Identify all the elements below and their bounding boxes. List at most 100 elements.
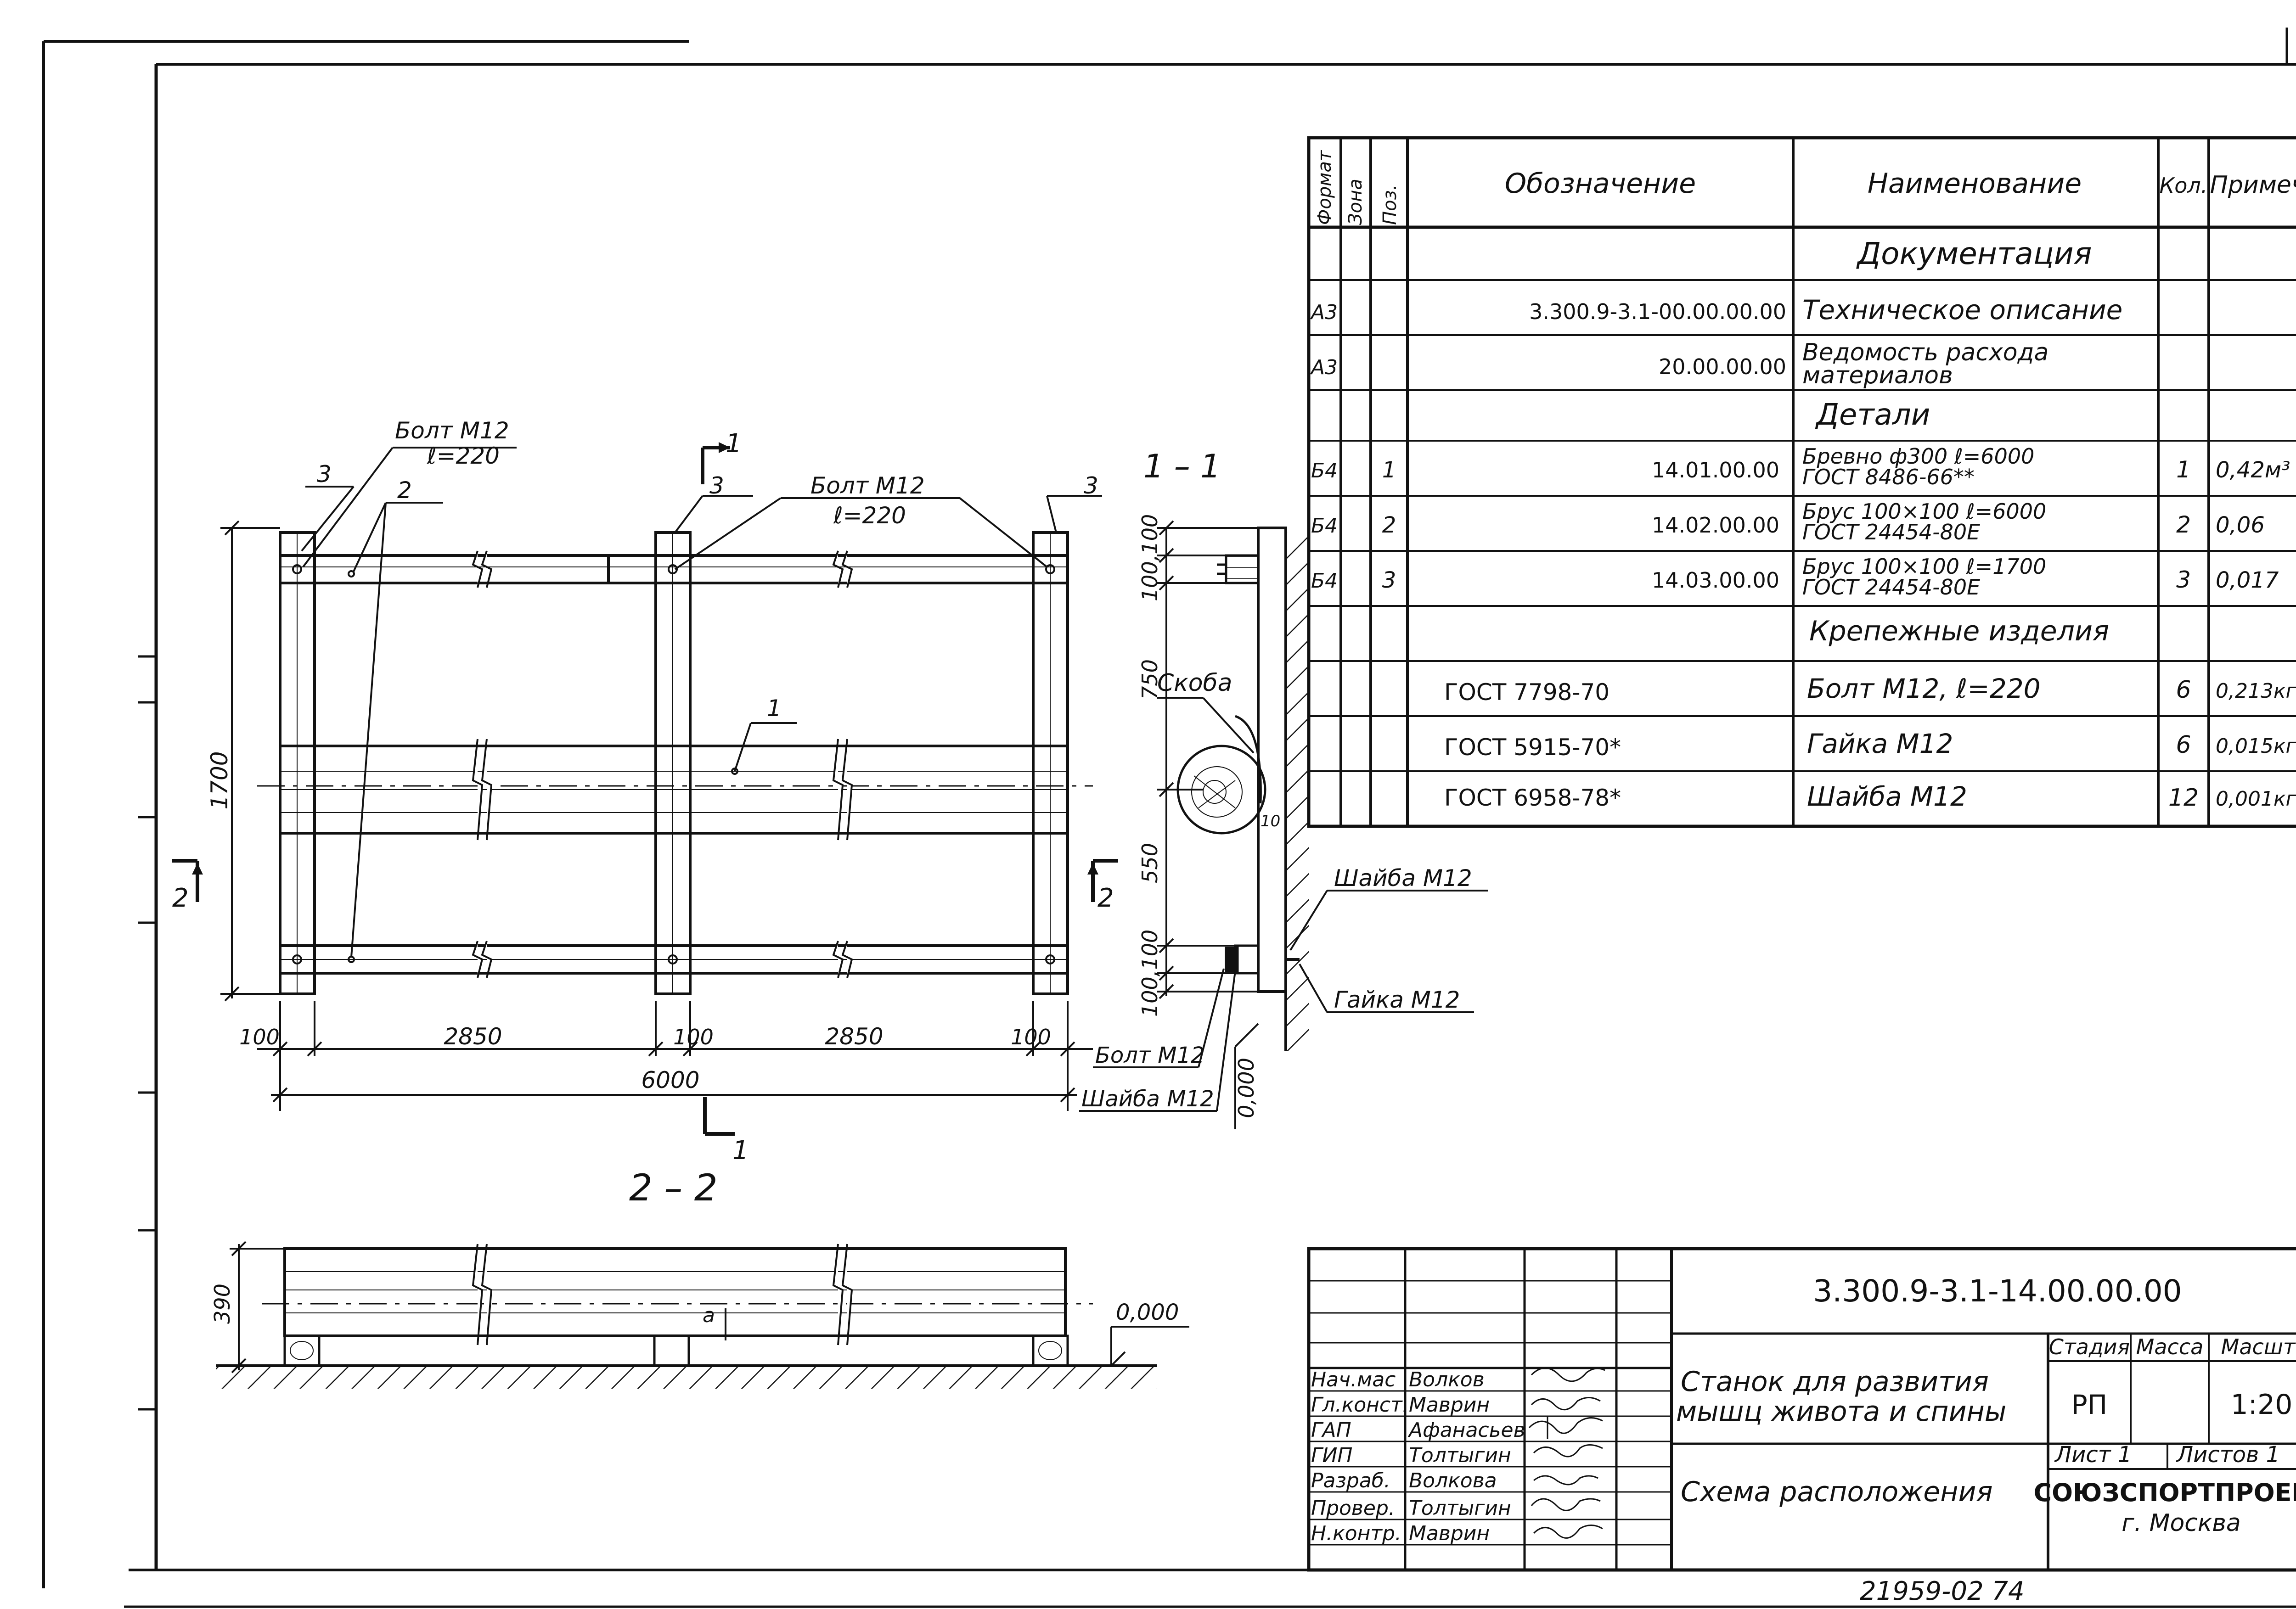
beam-top bbox=[279, 554, 610, 584]
section-1-bottom: 1 bbox=[732, 1136, 749, 1166]
svg-text:материалов: материалов bbox=[1802, 362, 1953, 389]
pos-center-3: 3 bbox=[709, 472, 724, 499]
section-details: Детали bbox=[1815, 398, 1930, 432]
svg-text:ГОСТ 24454-80Е: ГОСТ 24454-80Е bbox=[1802, 520, 1980, 544]
svg-text:Ведомость расхода: Ведомость расхода bbox=[1802, 339, 2048, 366]
sheet-frame bbox=[42, 28, 2296, 1608]
mass-header: Масса bbox=[2136, 1334, 2204, 1359]
title-block bbox=[1307, 1247, 2296, 1572]
stage-header: Стадия bbox=[2049, 1334, 2130, 1359]
bolt-holes bbox=[292, 564, 1055, 964]
bolt-label-left-2: ℓ=220 bbox=[427, 443, 500, 469]
svg-text:Толтыгин: Толтыгин bbox=[1409, 1497, 1511, 1520]
svg-text:1: 1 bbox=[2176, 456, 2191, 483]
section-1-1-dim-750: 750 bbox=[1137, 659, 1162, 700]
dim-100-center: 100 bbox=[673, 1025, 714, 1049]
section-2-2-title: 2 – 2 bbox=[629, 1166, 718, 1209]
svg-text:Болт М12, ℓ=220: Болт М12, ℓ=220 bbox=[1807, 673, 2041, 704]
section-2-2-log bbox=[283, 1247, 1067, 1337]
header-designation: Обозначение bbox=[1505, 168, 1696, 200]
section-1-1 bbox=[1079, 520, 1488, 1129]
dim-100-left: 100 bbox=[239, 1025, 280, 1049]
drawing-name: Схема расположения bbox=[1681, 1476, 1993, 1508]
svg-text:Бревно ф300 ℓ=6000: Бревно ф300 ℓ=6000 bbox=[1802, 444, 2034, 469]
scale-header: Масшт. bbox=[2221, 1334, 2296, 1359]
stage-value: РП bbox=[2071, 1389, 2108, 1420]
org-name: СОЮЗСПОРТПРОЕКТ bbox=[2034, 1478, 2296, 1507]
svg-text:3: 3 bbox=[1382, 567, 1396, 593]
product-name-2: мышц живота и спины bbox=[1676, 1396, 2006, 1428]
svg-text:ГОСТ 8486-66**: ГОСТ 8486-66** bbox=[1802, 465, 1975, 489]
svg-text:14.03.00.00: 14.03.00.00 bbox=[1652, 568, 1779, 593]
section-1-1-labels: 1 – 1 100,100 750 550 100,100 Скоба 10 Ш… bbox=[1081, 448, 1472, 1118]
svg-text:Маврин: Маврин bbox=[1409, 1393, 1490, 1417]
sheet-label: Лист 1 bbox=[2054, 1442, 2132, 1468]
section-2-left: 2 bbox=[172, 883, 189, 913]
bolt-label-center-2: ℓ=220 bbox=[833, 502, 906, 529]
svg-text:3.300.9-3.1-00.00.00.00: 3.300.9-3.1-00.00.00.00 bbox=[1529, 299, 1786, 324]
dim-horizontal bbox=[257, 1001, 1093, 1111]
svg-text:Волкова: Волкова bbox=[1409, 1469, 1497, 1492]
bolt-label-left-1: Болт М12 bbox=[395, 417, 509, 444]
section-2-2-level: 0,000 bbox=[1116, 1300, 1179, 1325]
svg-text:1: 1 bbox=[1382, 457, 1396, 483]
section-2-2-a: a bbox=[703, 1304, 715, 1327]
sheets-label: Листов 1 bbox=[2176, 1442, 2280, 1468]
section-2-2-dim-390: 390 bbox=[210, 1284, 235, 1324]
bolt-label: Болт М12 bbox=[1095, 1043, 1205, 1068]
section-2-2-labels: 2 – 2 390 a 0,000 bbox=[210, 1166, 1179, 1327]
dim-1700-label: 1700 bbox=[206, 751, 233, 809]
svg-text:Б4: Б4 bbox=[1311, 459, 1338, 482]
header-format: Формат bbox=[1314, 150, 1335, 225]
svg-text:Брус 100×100 ℓ=6000: Брус 100×100 ℓ=6000 bbox=[1802, 499, 2046, 524]
section-1-1-dim-bottom: 100,100 bbox=[1137, 930, 1162, 1017]
svg-text:Провер.: Провер. bbox=[1311, 1497, 1395, 1520]
plan-view-labels: Болт М12 ℓ=220 3 2 3 Болт М12 ℓ=220 3 1 … bbox=[172, 417, 1114, 1166]
section-2-right: 2 bbox=[1097, 883, 1114, 913]
product-name-1: Станок для развития bbox=[1681, 1366, 1989, 1398]
svg-text:0,001кг: 0,001кг bbox=[2216, 787, 2296, 811]
svg-text:Маврин: Маврин bbox=[1409, 1522, 1490, 1545]
page-number: 73 bbox=[2294, 25, 2296, 63]
pos-left-2: 2 bbox=[397, 477, 412, 504]
level-label-1-1: 0,000 bbox=[1234, 1058, 1259, 1118]
svg-text:Гл.конст.: Гл.конст. bbox=[1311, 1393, 1409, 1417]
dim-2850-left: 2850 bbox=[444, 1023, 502, 1050]
title-block-text: 3.300.9-3.1-14.00.00.00 Нач.мас Волков Г… bbox=[1311, 1273, 2296, 1545]
svg-text:ГАП: ГАП bbox=[1311, 1418, 1351, 1442]
svg-text:Разраб.: Разраб. bbox=[1311, 1469, 1390, 1492]
svg-text:ГОСТ 7798-70: ГОСТ 7798-70 bbox=[1444, 679, 1609, 706]
section-documentation: Документация bbox=[1856, 236, 2092, 271]
section-2-2 bbox=[216, 1241, 1189, 1389]
svg-text:Н.контр.: Н.контр. bbox=[1311, 1522, 1401, 1545]
svg-text:Толтыгин: Толтыгин bbox=[1409, 1444, 1511, 1467]
leader-lines bbox=[301, 447, 1102, 958]
dim-100-right: 100 bbox=[1011, 1025, 1051, 1049]
svg-text:ГОСТ 24454-80Е: ГОСТ 24454-80Е bbox=[1802, 575, 1980, 600]
svg-text:Брус 100×100 ℓ=1700: Брус 100×100 ℓ=1700 bbox=[1802, 554, 2046, 579]
svg-text:20.00.00.00: 20.00.00.00 bbox=[1659, 354, 1786, 379]
svg-text:14.02.00.00: 14.02.00.00 bbox=[1652, 513, 1779, 538]
pos-left-3: 3 bbox=[317, 461, 332, 488]
section-1-1-dim-top: 100,100 bbox=[1137, 514, 1162, 601]
org-city: г. Москва bbox=[2122, 1509, 2241, 1537]
section-1-1-dim-550: 550 bbox=[1137, 843, 1162, 883]
svg-text:0,42м³: 0,42м³ bbox=[2216, 457, 2290, 483]
svg-text:ГОСТ 6958-78*: ГОСТ 6958-78* bbox=[1444, 785, 1621, 811]
break-marks bbox=[472, 550, 853, 978]
svg-text:12: 12 bbox=[2168, 784, 2199, 812]
scale-value: 1:20 bbox=[2231, 1389, 2293, 1421]
archive-number: 21959-02 74 bbox=[1860, 1576, 2025, 1606]
svg-text:А3: А3 bbox=[1310, 301, 1338, 324]
header-qty: Кол. bbox=[2160, 173, 2208, 198]
svg-text:ГОСТ 5915-70*: ГОСТ 5915-70* bbox=[1444, 734, 1621, 761]
section-1-top: 1 bbox=[726, 429, 742, 459]
header-zone: Зона bbox=[1345, 179, 1366, 225]
section-1-1-title: 1 – 1 bbox=[1143, 448, 1221, 485]
svg-text:0,017: 0,017 bbox=[2216, 567, 2279, 593]
svg-text:Нач.мас: Нач.мас bbox=[1311, 1368, 1396, 1391]
svg-text:2: 2 bbox=[1382, 512, 1396, 538]
svg-text:6: 6 bbox=[2176, 676, 2191, 704]
staple-label: Скоба bbox=[1157, 669, 1232, 697]
